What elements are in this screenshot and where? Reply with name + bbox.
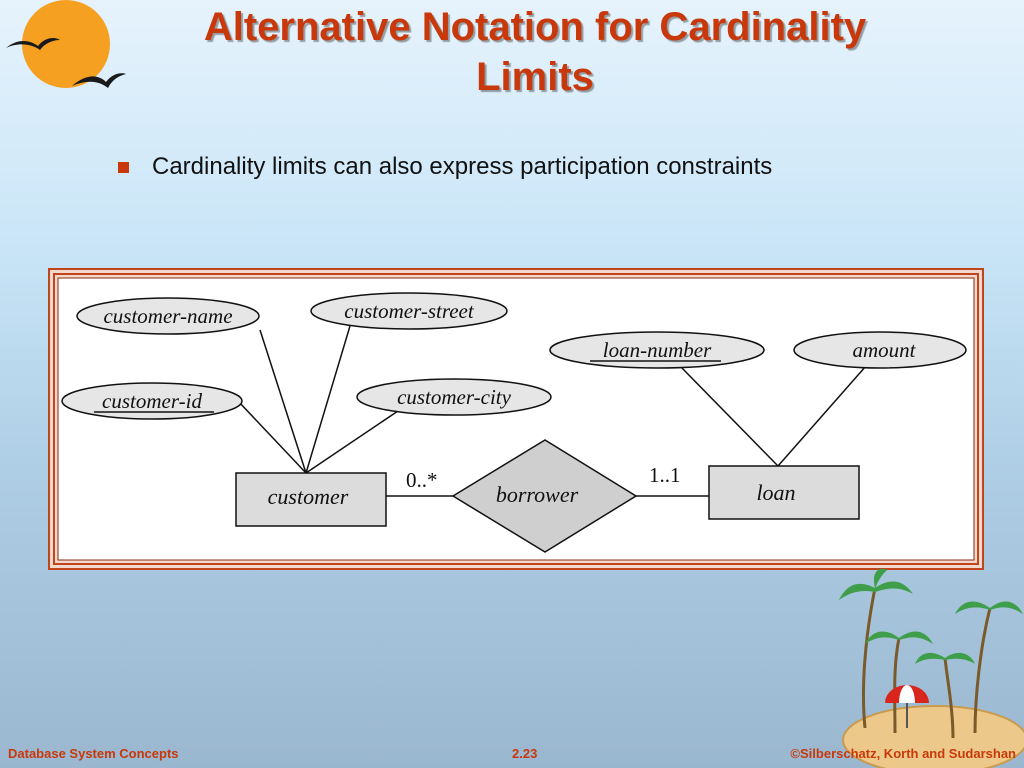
- palm-trunks-icon: [861, 587, 992, 739]
- connector-lines: [237, 325, 867, 497]
- title-line-2: Limits: [476, 55, 594, 99]
- bullet-item: Cardinality limits can also express part…: [118, 153, 772, 181]
- entity-customer: customer: [235, 472, 387, 527]
- relationship-label: borrower: [496, 482, 579, 507]
- attribute-customer-city: customer-city: [356, 378, 552, 416]
- palm-leaves-icon: [839, 568, 1023, 664]
- footer-page-number: 2.23: [512, 746, 538, 761]
- footer-course-name: Database System Concepts: [8, 746, 179, 761]
- attribute-amount: amount: [793, 331, 967, 369]
- bullet-text: Cardinality limits can also express part…: [152, 153, 773, 180]
- cardinality-loan: 1..1: [649, 463, 681, 487]
- cardinality-customer: 0..*: [406, 468, 438, 492]
- bird-icon: [72, 73, 126, 88]
- bullet-square-icon: [118, 161, 129, 173]
- title-line-1: Alternative Notation for Cardinality: [203, 5, 867, 49]
- footer-copyright: ©Silberschatz, Korth and Sudarshan: [790, 746, 1016, 761]
- entity-loan: loan: [708, 465, 860, 520]
- relationship-borrower: borrower: [451, 439, 638, 553]
- line-loan-number: [679, 365, 779, 467]
- attribute-customer-id: customer-id: [61, 382, 243, 420]
- attribute-label: amount: [853, 338, 917, 362]
- line-customer-id: [237, 400, 307, 474]
- bird-icon: [6, 38, 60, 50]
- entity-label: customer: [268, 484, 349, 509]
- attribute-label: customer-id: [102, 389, 202, 413]
- line-customer-city: [305, 410, 399, 474]
- attribute-customer-name: customer-name: [76, 297, 260, 335]
- umbrella-icon: [885, 685, 929, 728]
- sun-logo: [6, 0, 126, 88]
- attribute-label: customer-street: [344, 299, 475, 323]
- sun-icon: [22, 0, 110, 88]
- attribute-customer-street: customer-street: [310, 292, 508, 330]
- line-customer-street: [305, 325, 351, 474]
- line-customer-name: [259, 329, 307, 474]
- attribute-label: loan-number: [603, 338, 712, 362]
- frame-inner: [53, 273, 979, 565]
- attribute-label: customer-city: [397, 385, 512, 409]
- er-diagram: customer-name customer-street customer-i…: [48, 268, 984, 570]
- slide-title: Alternative Notation for Cardinality Lim…: [150, 2, 920, 102]
- line-amount: [777, 365, 867, 467]
- island-illustration: [839, 568, 1024, 768]
- attribute-loan-number: loan-number: [549, 331, 765, 369]
- island-sand-icon: [842, 705, 1024, 768]
- entity-label: loan: [756, 480, 795, 505]
- attribute-label: customer-name: [103, 304, 232, 328]
